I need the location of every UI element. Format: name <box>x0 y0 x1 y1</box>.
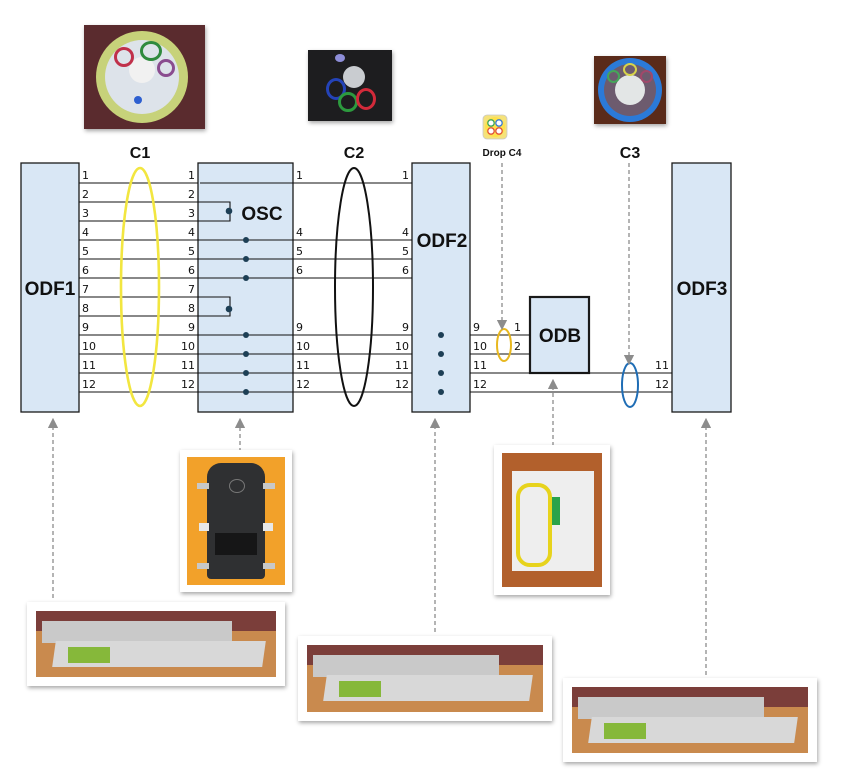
osc-in-port-number: 8 <box>188 302 195 315</box>
cable-c1-ellipse[interactable] <box>119 166 161 408</box>
odf1-port-number: 7 <box>82 283 89 296</box>
odb-port-number: 1 <box>514 321 521 334</box>
odf1-port-number: 8 <box>82 302 89 315</box>
odf3-label: ODF3 <box>677 279 728 300</box>
odf2-in-port-number: 10 <box>395 340 409 353</box>
osc-in-port-number: 7 <box>188 283 195 296</box>
splice-dot <box>225 207 233 215</box>
odf2-in-port-number: 12 <box>395 378 409 391</box>
osc-in-port-number: 9 <box>188 321 195 334</box>
osc-out-port-number: 5 <box>296 245 303 258</box>
odf2-out-port-number: 9 <box>473 321 480 334</box>
odf1-port-number: 2 <box>82 188 89 201</box>
osc-in-port-number: 11 <box>181 359 195 372</box>
odb-label: ODB <box>539 326 581 347</box>
odf2-in-port-number: 4 <box>402 226 409 239</box>
odf3-box[interactable] <box>671 162 732 413</box>
odf1-port-number: 1 <box>82 169 89 182</box>
c3-cable-photo <box>594 56 666 124</box>
odf1-label: ODF1 <box>25 279 76 300</box>
osc-out-port-number: 11 <box>296 359 310 372</box>
osc-in-port-number: 12 <box>181 378 195 391</box>
osc-label: OSC <box>241 204 282 225</box>
osc-in-port-number: 3 <box>188 207 195 220</box>
odf2-out-port-number: 11 <box>473 359 487 372</box>
osc-out-port-number: 4 <box>296 226 303 239</box>
c2-cable-photo <box>308 50 392 121</box>
splice-dot <box>438 370 444 376</box>
osc-out-port-number: 9 <box>296 321 303 334</box>
c1-cable-photo <box>84 25 205 129</box>
odf3-panel-photo <box>563 678 817 762</box>
splice-dot <box>438 332 444 338</box>
odf3-port-number: 11 <box>655 359 669 372</box>
splice-dot <box>243 389 249 395</box>
splice-dot <box>243 351 249 357</box>
cable-c1-label: C1 <box>130 145 151 162</box>
osc-out-port-number: 1 <box>296 169 303 182</box>
fibers-osc-odf2: 1 4 5 6 9 10 11 12 1 4 5 6 9 10 11 12 <box>198 169 412 393</box>
odf1-port-number: 12 <box>82 378 96 391</box>
odf1-port-number: 10 <box>82 340 96 353</box>
splice-dot <box>438 351 444 357</box>
splice-dot <box>243 370 249 376</box>
cable-c2-label: C2 <box>344 145 365 162</box>
osc-out-port-number: 6 <box>296 264 303 277</box>
odf2-panel-photo <box>298 636 552 721</box>
osc-in-port-number: 10 <box>181 340 195 353</box>
odf1-port-number: 5 <box>82 245 89 258</box>
odf2-in-port-number: 11 <box>395 359 409 372</box>
cable-c3-ellipse[interactable] <box>621 362 639 408</box>
osc-in-port-number: 5 <box>188 245 195 258</box>
odf2-in-port-number: 5 <box>402 245 409 258</box>
odf1-port-number: 3 <box>82 207 89 220</box>
odb-box[interactable] <box>528 295 591 375</box>
odf2-in-port-number: 9 <box>402 321 409 334</box>
odf1-port-number: 6 <box>82 264 89 277</box>
odf1-panel-photo <box>27 602 285 686</box>
splice-dot <box>243 275 249 281</box>
osc-in-port-number: 4 <box>188 226 195 239</box>
odf2-box[interactable] <box>411 162 471 413</box>
osc-in-port-number: 6 <box>188 264 195 277</box>
odf2-in-port-number: 6 <box>402 264 409 277</box>
splice-dot <box>243 237 249 243</box>
odf2-out-port-number: 10 <box>473 340 487 353</box>
odf1-box[interactable] <box>20 162 80 413</box>
odf2-out-port-number: 12 <box>473 378 487 391</box>
osc-closure-photo <box>180 450 292 592</box>
splice-points <box>243 237 444 395</box>
osc-out-port-number: 12 <box>296 378 310 391</box>
odf2-label: ODF2 <box>417 231 468 252</box>
splice-dot <box>438 389 444 395</box>
drop-cable-icon[interactable] <box>482 114 508 140</box>
splice-dot <box>225 305 233 313</box>
odb-box-photo <box>494 445 610 595</box>
cable-c4-label: Drop C4 <box>483 148 522 159</box>
odf1-port-number: 4 <box>82 226 89 239</box>
cable-c2-ellipse[interactable] <box>334 167 374 407</box>
osc-out-port-number: 10 <box>296 340 310 353</box>
osc-in-port-number: 2 <box>188 188 195 201</box>
osc-in-port-number: 1 <box>188 169 195 182</box>
odf2-in-port-number: 1 <box>402 169 409 182</box>
cable-c4-ellipse[interactable] <box>496 328 512 362</box>
odf1-port-number: 11 <box>82 359 96 372</box>
odf1-port-number: 9 <box>82 321 89 334</box>
splice-dot <box>243 332 249 338</box>
odf3-port-number: 12 <box>655 378 669 391</box>
cable-c3-label: C3 <box>620 145 641 162</box>
splice-dot <box>243 256 249 262</box>
odb-port-number: 2 <box>514 340 521 353</box>
